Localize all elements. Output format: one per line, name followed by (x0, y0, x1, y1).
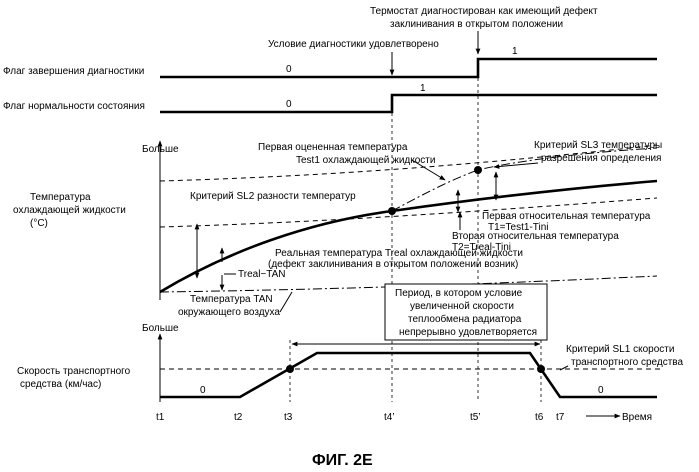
flag-normal-line (160, 95, 657, 112)
flag-diag-done-value-before: 0 (286, 64, 292, 75)
flag-normal-label: Флаг нормальности состояния (3, 101, 145, 112)
treal-tan-label: Treal−TAN (238, 269, 286, 280)
period-box-line4: непрерывно удовлетворяется (399, 327, 537, 338)
tick-t4: t4’ (384, 412, 395, 423)
tick-t6: t6 (535, 412, 544, 423)
sl2-label: Критерий SL2 разности температур (190, 191, 356, 202)
period-box-line2: увеличенной скорости (410, 301, 514, 312)
second-relative-line1: Вторая относительная температура (452, 231, 619, 242)
thermostat-diag-label-line2: заклинивания в открытом положении (390, 19, 563, 30)
point-t4-temp (388, 207, 396, 215)
real-temp-line1: Реальная температура Treal охлаждающей ж… (275, 248, 523, 259)
point-t6-speed (537, 365, 545, 373)
sl3-label-line1: Критерий SL3 температуры (534, 140, 662, 151)
tick-t5: t5’ (470, 412, 481, 423)
real-temp-line2: (дефект заклинивания в открытом положени… (268, 258, 518, 270)
sl1-label-line2: транспортного средства (571, 357, 683, 368)
sl3-arrow (494, 163, 538, 167)
temp-axis-label-line2: охлаждающей жидкости (13, 205, 126, 216)
flag-normal-value-before: 0 (286, 99, 292, 110)
temp-axis-label-line1: Температура (30, 192, 91, 203)
first-estimated-line2: Test1 охлаждающей жидкости (296, 155, 435, 166)
speed-axis-label-line1: Скорость транспортного (17, 366, 131, 377)
condition-met-label: Условие диагностики удовлетворено (268, 39, 439, 50)
ambient-pointer (280, 292, 292, 312)
speed-axis-more: Больше (142, 323, 179, 334)
period-box-line1: Период, в котором условие (395, 288, 523, 299)
flag-diag-done-value-after: 1 (512, 46, 518, 57)
point-t5-test1 (474, 166, 482, 174)
temp-axis-more: Больше (142, 144, 179, 155)
point-t3-speed (286, 365, 294, 373)
tick-t2: t2 (234, 412, 243, 423)
flag-diag-done-label: Флаг завершения диагностики (3, 66, 144, 77)
thermostat-diag-label-line1: Термостат диагностирован как имеющий деф… (370, 5, 598, 17)
tick-t1: t1 (156, 412, 165, 423)
tick-t7: t7 (556, 412, 565, 423)
temp-axis-label-line3: (°C) (30, 218, 48, 229)
tick-t3: t3 (284, 412, 293, 423)
sl3-label-line2: разрешения определения (541, 153, 661, 164)
first-estimated-line1: Первая оцененная температура (258, 142, 408, 153)
first-relative-line1: Первая относительная температура (482, 211, 651, 222)
sl1-label-line1: Критерий SL1 скорости (566, 344, 674, 355)
speed-low-value-left: 0 (200, 385, 206, 396)
ambient-label-line1: Температура TAN (190, 294, 273, 305)
ambient-label-line2: окружающего воздуха (178, 307, 280, 318)
flag-diag-done-line (160, 59, 657, 77)
speed-axis-label-line2: средства (км/час) (20, 379, 101, 390)
period-box-line3: теплообмена радиатора (408, 313, 522, 325)
flag-normal-value-after: 1 (420, 83, 426, 94)
figure-caption: ФИГ. 2E (312, 452, 373, 469)
time-label: Время (622, 412, 652, 423)
speed-low-value-right: 0 (598, 385, 604, 396)
